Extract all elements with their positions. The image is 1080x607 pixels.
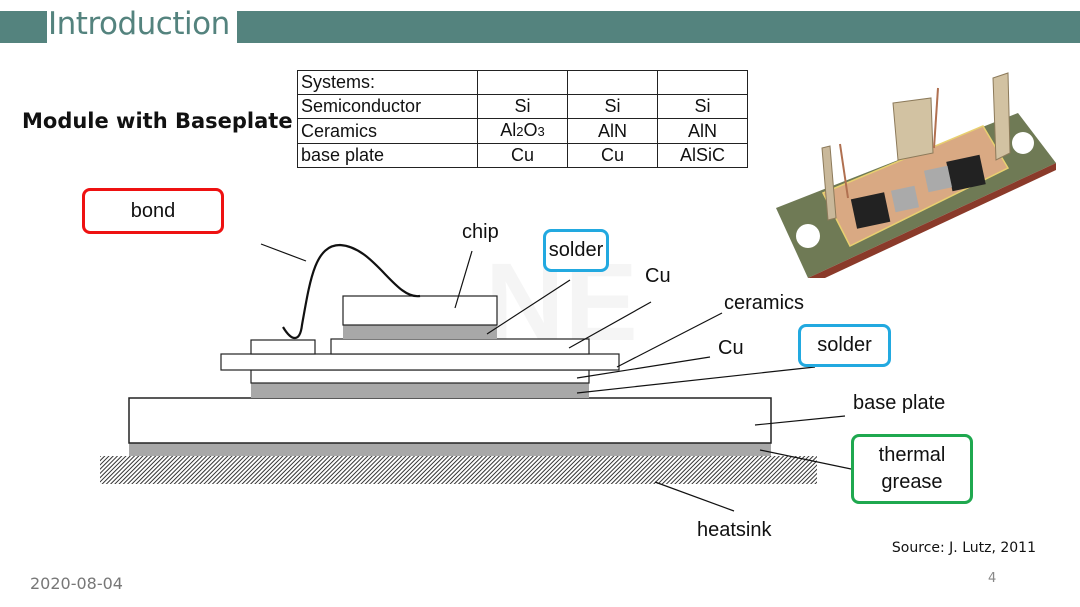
slide-subtitle: Module with Baseplate xyxy=(22,109,293,133)
table-cell: Ceramics xyxy=(297,118,478,144)
thermal-grease-layer xyxy=(129,443,771,456)
bottom-solder-layer xyxy=(251,383,589,398)
heatsink-label: heatsink xyxy=(697,519,772,541)
bond-wire xyxy=(282,243,421,340)
top-cu-layer xyxy=(330,338,590,355)
table-cell xyxy=(477,70,568,95)
chip-shape xyxy=(946,154,986,192)
chip-label: chip xyxy=(462,221,499,243)
slide-title: Introduction xyxy=(48,6,230,42)
base-plate-label: base plate xyxy=(853,392,945,414)
terminal-shape xyxy=(992,72,1011,161)
terminal-shape xyxy=(892,97,934,161)
bottom-cu-layer xyxy=(250,369,590,384)
title-bar-right xyxy=(237,11,1080,43)
bond-callout: bond xyxy=(82,188,224,234)
title-bar-left xyxy=(0,11,47,43)
table-cell: AlSiC xyxy=(657,143,748,168)
chip-shape xyxy=(342,295,498,326)
table-cell: Cu xyxy=(567,143,658,168)
mounting-hole xyxy=(1012,132,1034,154)
chip-solder-layer xyxy=(343,325,497,339)
module-photo xyxy=(776,72,1056,278)
table-cell: Si xyxy=(567,94,658,119)
table-cell: Semiconductor xyxy=(297,94,478,119)
table-cell: Cu xyxy=(477,143,568,168)
base-plate-shape xyxy=(128,397,772,444)
mounting-hole xyxy=(796,224,820,248)
cu-top-label: Cu xyxy=(645,265,671,287)
cu-bottom-label: Cu xyxy=(718,337,744,359)
table-cell: AlN xyxy=(657,118,748,144)
heatsink-shape xyxy=(100,456,817,484)
table-cell xyxy=(657,70,748,95)
page-number: 4 xyxy=(988,571,997,586)
chip-shape xyxy=(850,192,891,229)
systems-table: Systems: Semiconductor Si Si Si Ceramics… xyxy=(297,70,748,168)
ceramics-layer xyxy=(220,353,620,371)
table-cell: Al2O3 xyxy=(477,118,568,144)
solder-callout-top: solder xyxy=(543,229,609,272)
table-cell: base plate xyxy=(297,143,478,168)
top-cu-pad-left xyxy=(250,339,316,355)
solder-callout-bottom: solder xyxy=(798,324,891,367)
table-row: Systems: xyxy=(297,70,748,95)
source-citation: Source: J. Lutz, 2011 xyxy=(891,540,1036,556)
table-cell: Si xyxy=(657,94,748,119)
table-row: base plate Cu Cu AlSiC xyxy=(297,143,748,168)
ceramics-label: ceramics xyxy=(724,292,804,314)
slide-date: 2020-08-04 xyxy=(30,574,123,593)
